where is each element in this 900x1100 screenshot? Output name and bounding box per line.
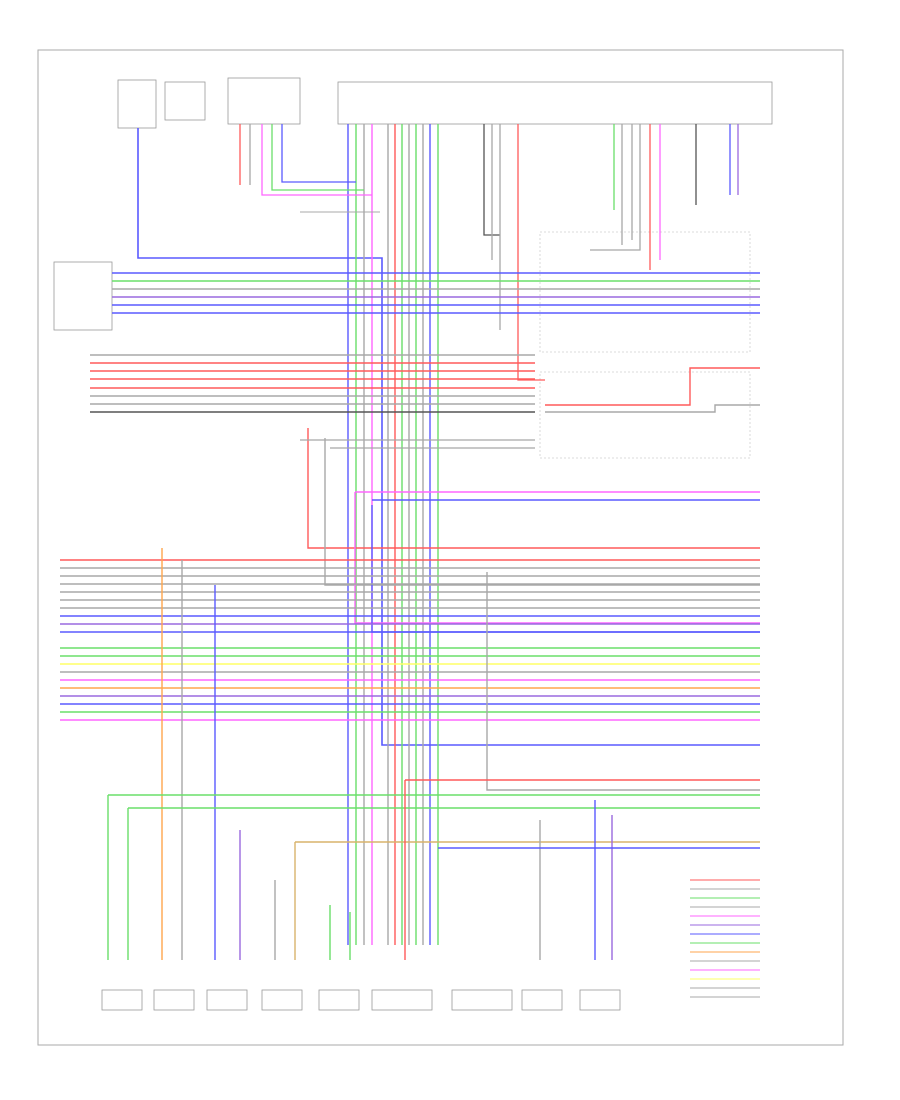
junction-connector (148, 158, 210, 206)
speaker-body-6 (371, 989, 433, 1011)
radio-module (227, 77, 301, 125)
top-components (117, 77, 773, 129)
speaker-body-1 (101, 989, 143, 1011)
speaker-row (101, 989, 621, 1011)
left-top-module-2 (164, 81, 206, 121)
speaker-7 (451, 989, 513, 1011)
left-top-module (117, 79, 157, 129)
diagram-frame (37, 49, 844, 1046)
wire-mid-red (307, 428, 760, 549)
speaker-body-7 (451, 989, 513, 1011)
wire-antenna-feed (137, 128, 760, 746)
speaker-body-8 (521, 989, 563, 1011)
speaker-body-4 (261, 989, 303, 1011)
wire-radio-3 (261, 124, 372, 196)
wire-right-h (590, 124, 641, 251)
speaker-6 (371, 989, 433, 1011)
speaker-body-5 (318, 989, 360, 1011)
right-components (539, 231, 751, 459)
speaker-body-9 (579, 989, 621, 1011)
right-connector-lower (539, 371, 751, 459)
wire-right-d (517, 124, 545, 381)
right-connector-upper (539, 231, 751, 353)
speaker-body-3 (206, 989, 248, 1011)
speaker-3 (206, 989, 248, 1011)
left-components (53, 158, 210, 331)
wire-grey-loop (486, 572, 760, 791)
speaker-4 (261, 989, 303, 1011)
wire-right-a (483, 124, 500, 236)
main-control-module (337, 81, 773, 125)
wire-right-loop (545, 367, 760, 406)
antenna-amplifier (53, 261, 113, 331)
speaker-8 (521, 989, 563, 1011)
wire-radio-5 (281, 124, 356, 183)
speaker-2 (153, 989, 195, 1011)
wire-right-loop-2 (545, 404, 760, 413)
speaker-5 (318, 989, 360, 1011)
wire-mid-mag (354, 492, 760, 624)
wire-harness (60, 124, 760, 998)
speaker-1 (101, 989, 143, 1011)
wire-mid-grey (324, 438, 760, 586)
speaker-9 (579, 989, 621, 1011)
wire-radio-4 (271, 124, 364, 191)
speaker-body-2 (153, 989, 195, 1011)
